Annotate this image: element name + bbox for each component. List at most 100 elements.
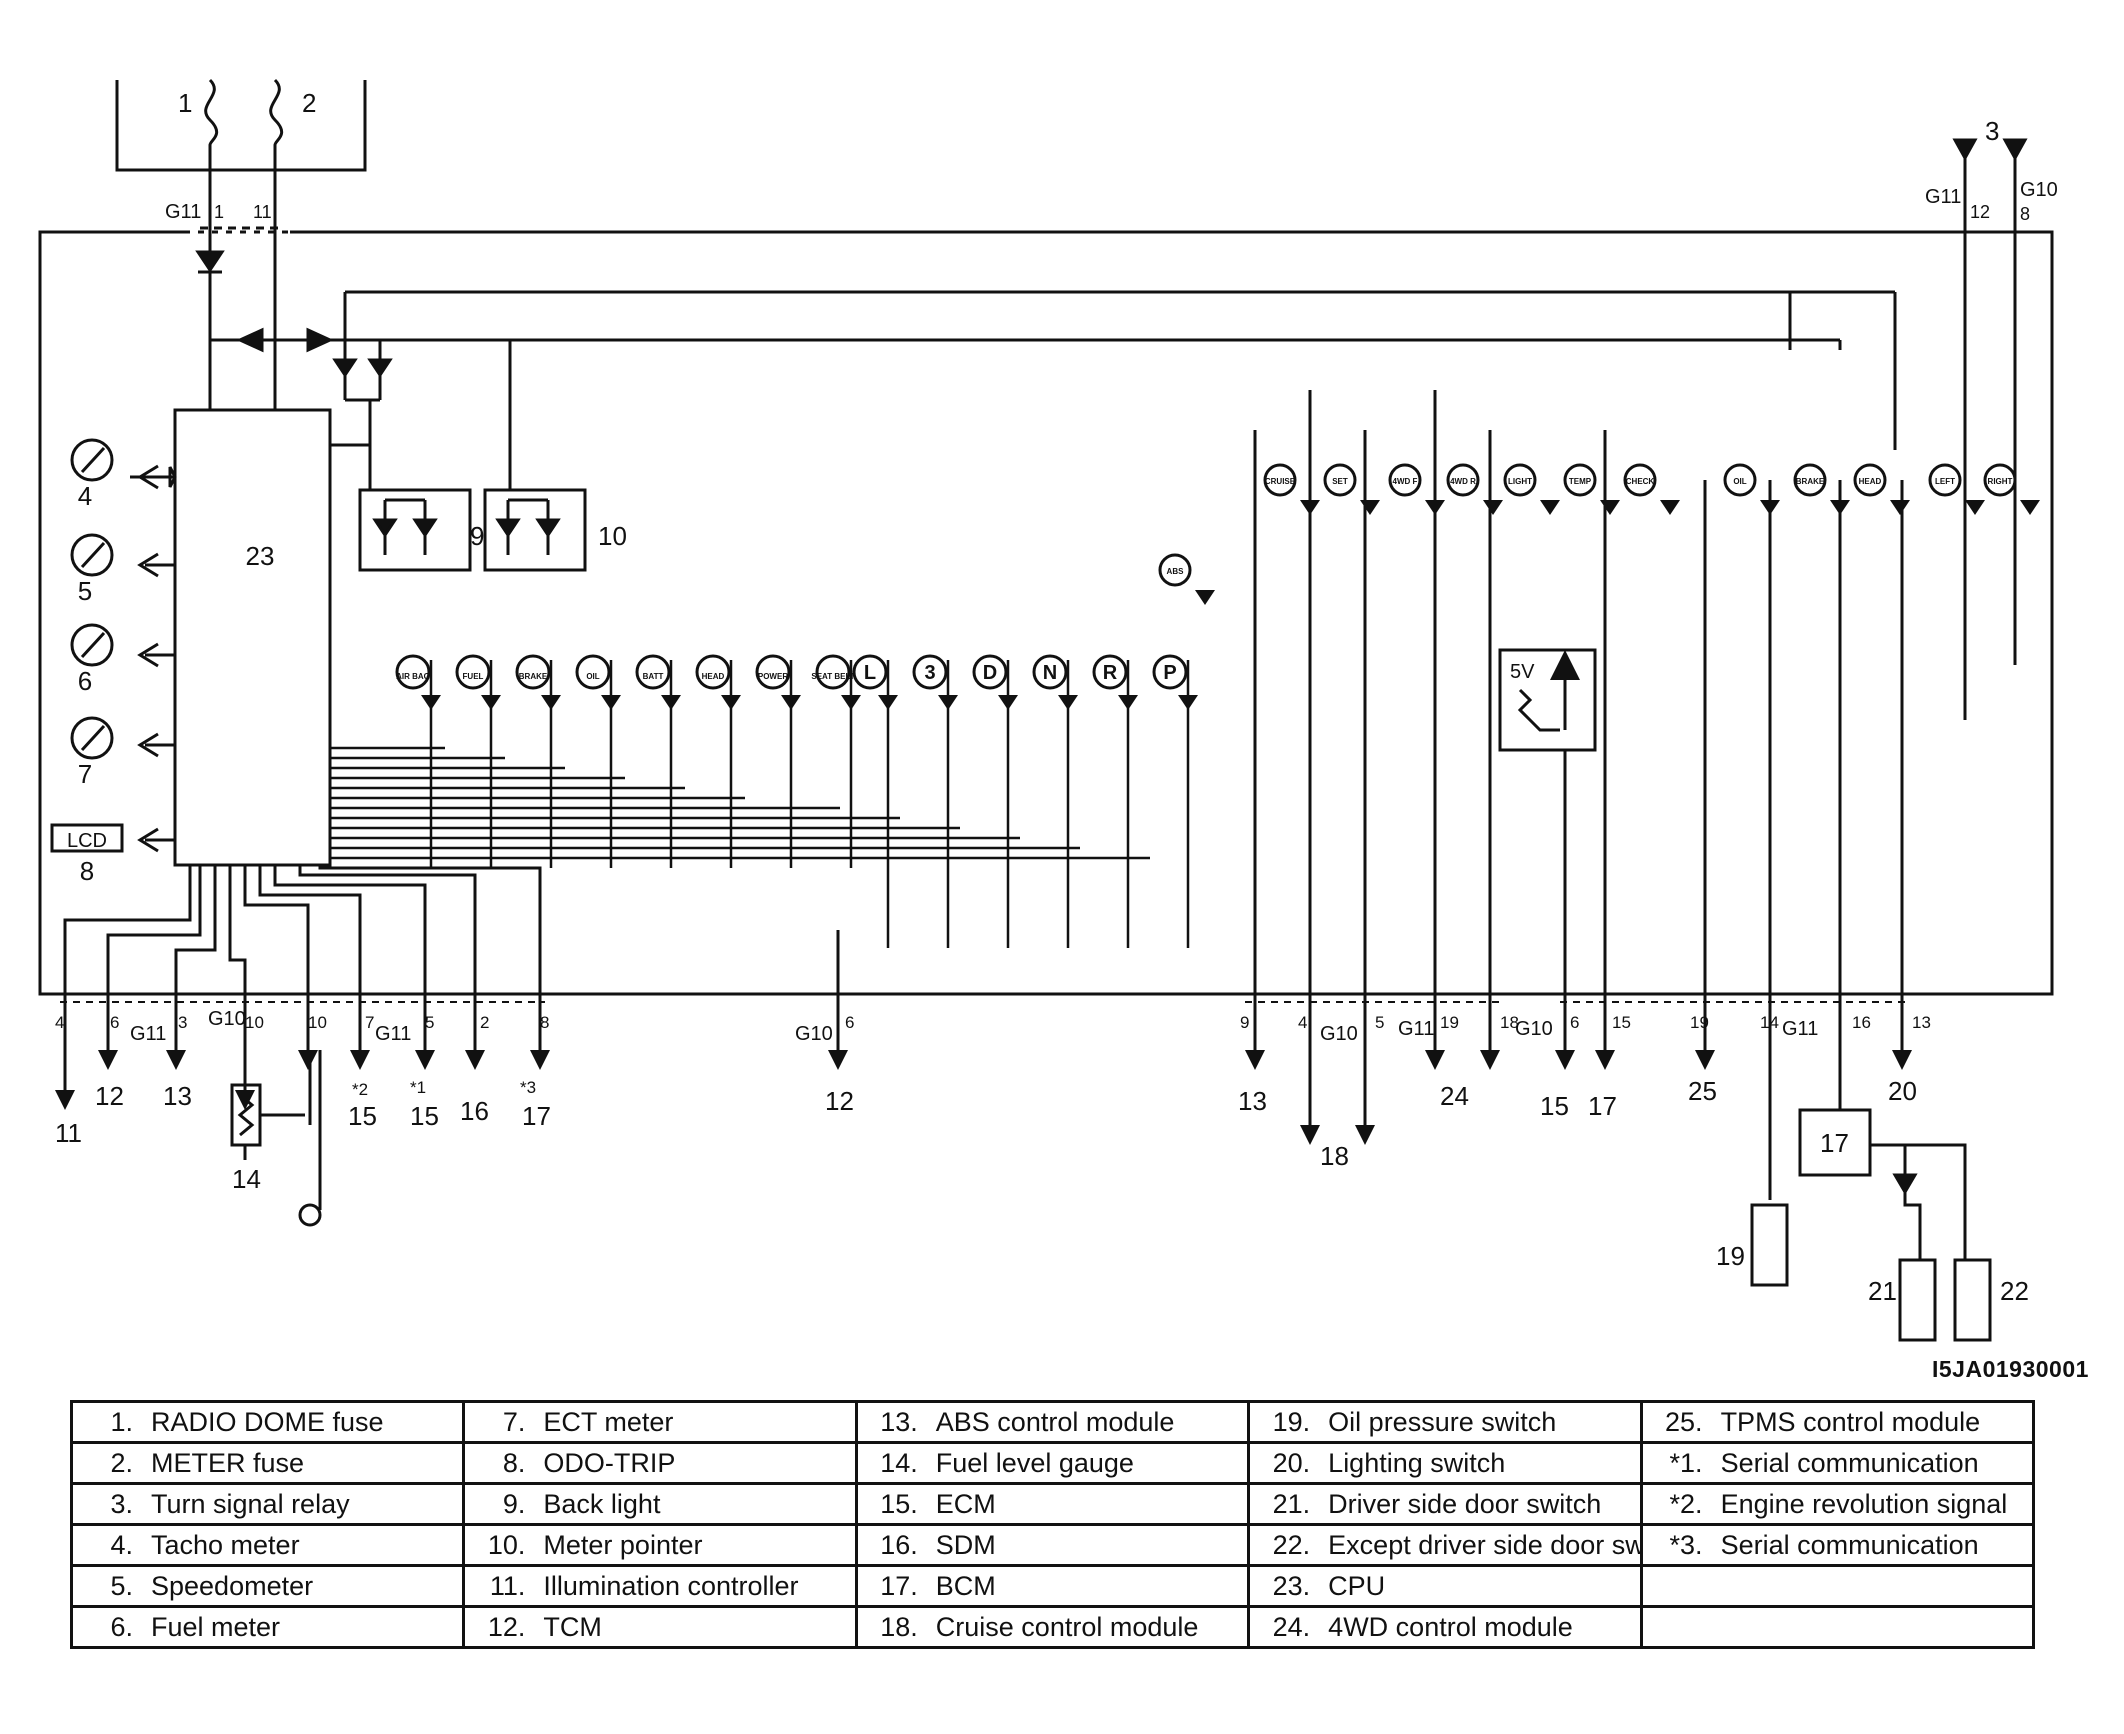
legend-number: 16. [880, 1529, 918, 1560]
svg-text:OIL: OIL [586, 672, 599, 681]
svg-text:13: 13 [1238, 1086, 1267, 1116]
svg-text:SET: SET [1332, 477, 1348, 486]
legend-text: Tacho meter [151, 1529, 300, 1560]
svg-text:CHECK: CHECK [1626, 477, 1655, 486]
legend-number: 13. [880, 1406, 918, 1437]
legend-text: Serial communication [1720, 1529, 1979, 1560]
right-lamp-12-icon: RIGHT [1983, 463, 2040, 515]
svg-text:BATT: BATT [643, 672, 664, 681]
svg-text:3: 3 [924, 662, 935, 684]
legend-text: CPU [1328, 1570, 1386, 1601]
svg-text:4: 4 [78, 481, 92, 511]
svg-text:10: 10 [598, 521, 627, 551]
top-labels: 1 2 3 G11 1 11 G11 12 G10 8 [165, 88, 2058, 224]
legend-number: 11. [489, 1570, 526, 1601]
legend-cell: 12.TCM [462, 1605, 858, 1649]
svg-text:*1: *1 [410, 1078, 426, 1097]
svg-text:R: R [1103, 662, 1118, 684]
right-lamp-10-icon: HEAD [1853, 463, 1910, 515]
svg-text:9: 9 [470, 521, 484, 551]
indicator-lamp-7-icon: SEAT BELT [811, 654, 861, 868]
legend-number: 22. [1272, 1529, 1311, 1560]
right-lamp-8-icon: OIL [1723, 463, 1780, 515]
svg-text:20: 20 [1888, 1076, 1917, 1106]
legend-number: 15. [880, 1488, 918, 1519]
pin-label: 4 [55, 1013, 64, 1032]
legend-number: 25. [1665, 1406, 1703, 1437]
svg-text:24: 24 [1440, 1081, 1469, 1111]
svg-text:D: D [983, 662, 997, 684]
bottom-wire-drops [63, 390, 1904, 1210]
svg-text:HEAD: HEAD [702, 672, 725, 681]
svg-text:BRAKE: BRAKE [1796, 477, 1825, 486]
indicator-lamp-5-icon: HEAD [695, 654, 741, 868]
svg-text:ABS: ABS [1167, 567, 1185, 576]
right-lamp-0-icon: ABS [1158, 553, 1215, 605]
cpu-block: 23 [173, 408, 332, 867]
svg-text:5V: 5V [1510, 661, 1535, 683]
svg-text:15: 15 [410, 1101, 439, 1131]
pin-label: 6 [845, 1013, 854, 1032]
svg-text:14: 14 [232, 1164, 261, 1194]
legend-number: 6. [110, 1611, 133, 1642]
pin-label: 18 [1500, 1013, 1519, 1032]
legend-cell: 19.Oil pressure switch [1247, 1400, 1643, 1444]
svg-text:G10: G10 [2020, 179, 2058, 201]
legend-cell: *3.Serial communication [1639, 1523, 2036, 1567]
legend-cell: 6.Fuel meter [69, 1605, 466, 1649]
svg-text:G11: G11 [130, 1023, 166, 1045]
shift-lamp-D-icon: D [972, 654, 1018, 948]
svg-text:2: 2 [302, 88, 316, 118]
legend-cell: 10.Meter pointer [462, 1523, 858, 1567]
legend-cell: 8.ODO-TRIP [462, 1441, 858, 1485]
lcd-label: LCD [67, 830, 107, 852]
legend-text: Turn signal relay [151, 1488, 350, 1519]
svg-text:19: 19 [1716, 1241, 1745, 1271]
pin-label: 19 [1440, 1013, 1459, 1032]
right-lamp-11-icon: LEFT [1928, 463, 1985, 515]
legend-text: Serial communication [1720, 1447, 1979, 1478]
legend-cell: 1.RADIO DOME fuse [69, 1400, 466, 1444]
other-door-switch [1953, 1258, 1992, 1342]
pin-label: 7 [365, 1013, 374, 1032]
svg-text:12: 12 [95, 1081, 124, 1111]
svg-text:FUEL: FUEL [463, 672, 484, 681]
svg-text:OIL: OIL [1733, 477, 1746, 486]
svg-text:G11: G11 [375, 1023, 411, 1045]
right-lamp-1-icon: CRUISE [1263, 463, 1320, 515]
svg-text:POWER: POWER [758, 672, 788, 681]
legend-number: 2. [110, 1447, 133, 1478]
bcm-and-switches [1750, 1108, 1992, 1342]
legend-cell [1639, 1605, 2036, 1649]
legend-text: Oil pressure switch [1328, 1406, 1557, 1437]
lcd-box [50, 823, 124, 853]
right-lamp-6-icon: TEMP [1563, 463, 1620, 515]
pin-label: 16 [1852, 1013, 1871, 1032]
legend-text: 4WD control module [1328, 1611, 1573, 1642]
legend-cell: 17.BCM [854, 1564, 1251, 1608]
svg-text:G10: G10 [208, 1008, 246, 1030]
svg-text:4WD F: 4WD F [1393, 477, 1418, 486]
indicator-lamp-6-icon: POWER [755, 654, 801, 868]
bottom-number-labels: 11 12 13 14 *2 15 *1 15 16 *3 17 12 13 1… [55, 1076, 2029, 1306]
legend-text: Speedometer [151, 1570, 314, 1601]
gauge-labels: 4 5 6 7 LCD 8 [67, 481, 107, 886]
svg-text:12: 12 [1970, 202, 1990, 222]
svg-text:22: 22 [2000, 1276, 2029, 1306]
bottom-connector-labels: G11 G10 G11 G10 G10 G11 G10 G11 [130, 1008, 1818, 1045]
legend-number: 17. [880, 1570, 918, 1601]
pin-label: 19 [1690, 1013, 1709, 1032]
legend-number: 1. [110, 1406, 133, 1437]
pin-label: 10 [245, 1013, 264, 1032]
svg-text:7: 7 [78, 759, 92, 789]
svg-text:G10: G10 [795, 1023, 833, 1045]
svg-text:G11: G11 [1782, 1018, 1818, 1040]
svg-text:15: 15 [348, 1101, 377, 1131]
right-lamp-4-icon: 4WD R [1446, 463, 1503, 515]
legend-number: 23. [1272, 1570, 1311, 1601]
legend-cell: 16.SDM [854, 1523, 1251, 1567]
